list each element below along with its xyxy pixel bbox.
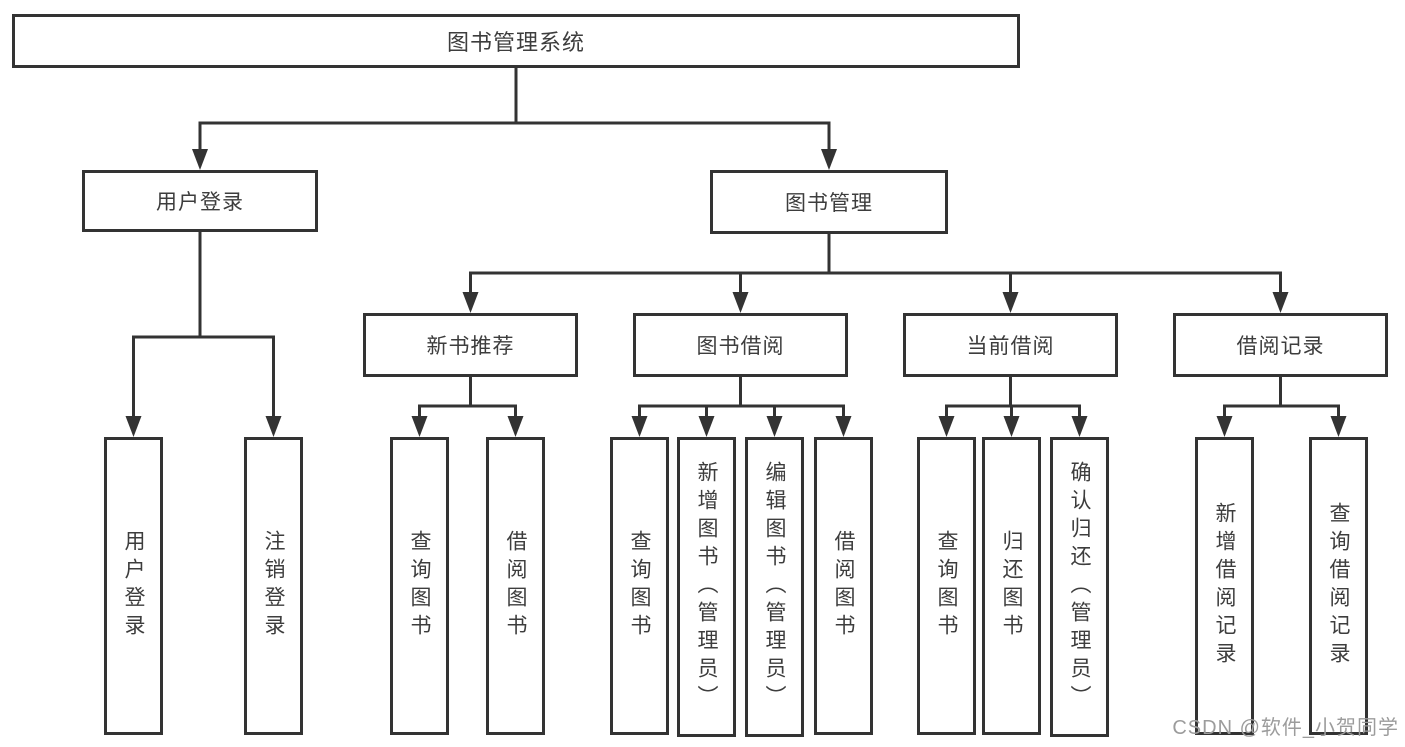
node-label: 图书借阅 [696, 335, 785, 358]
node-user-login: 用户登录 [82, 170, 318, 232]
leaf-add-borrow-record: 新增借阅记录 [1195, 437, 1254, 735]
node-label: 借阅图书 [504, 530, 527, 642]
node-label: 图书管理系统 [446, 30, 585, 55]
node-label: 借阅图书 [832, 530, 855, 642]
node-label: 归还图书 [1000, 530, 1023, 642]
connector-root-to-level2 [192, 68, 837, 170]
connector-current-borrow-branch [938, 377, 1088, 437]
leaf-query-borrow-record: 查询借阅记录 [1309, 437, 1368, 735]
node-label: 查询图书 [935, 530, 958, 642]
leaf-user-login: 用户登录 [104, 437, 163, 735]
node-label: 编辑图书（管理员） [763, 461, 786, 713]
node-label: 新书推荐 [426, 335, 515, 358]
node-root-library-system: 图书管理系统 [12, 14, 1020, 68]
connector-borrow-records-branch [1216, 377, 1347, 437]
node-book-borrow: 图书借阅 [633, 313, 848, 377]
leaf-query-books-current: 查询图书 [917, 437, 976, 735]
leaf-query-books-recommend: 查询图书 [390, 437, 449, 735]
leaf-confirm-return-admin: 确认归还（管理员） [1050, 437, 1109, 737]
leaf-add-books-admin: 新增图书（管理员） [677, 437, 736, 737]
leaf-borrow-books-recommend: 借阅图书 [486, 437, 545, 735]
node-label: 查询图书 [408, 530, 431, 642]
connector-book-borrow-branch [631, 377, 852, 437]
leaf-return-books: 归还图书 [982, 437, 1041, 735]
node-current-borrow: 当前借阅 [903, 313, 1118, 377]
node-label: 图书管理 [785, 192, 873, 215]
node-label: 当前借阅 [966, 335, 1055, 358]
node-label: 新增图书（管理员） [695, 461, 718, 713]
connector-user-login-branch [125, 232, 282, 437]
leaf-query-books-borrow: 查询图书 [610, 437, 669, 735]
node-label: 用户登录 [122, 530, 145, 642]
node-label: 查询借阅记录 [1327, 502, 1350, 670]
node-new-book-recommend: 新书推荐 [363, 313, 578, 377]
node-label: 注销登录 [262, 530, 285, 642]
node-label: 新增借阅记录 [1213, 502, 1236, 670]
leaf-edit-books-admin: 编辑图书（管理员） [745, 437, 804, 737]
connector-new-book-branch [411, 377, 524, 437]
leaf-logout: 注销登录 [244, 437, 303, 735]
node-borrow-records: 借阅记录 [1173, 313, 1388, 377]
node-label: 用户登录 [156, 191, 244, 214]
node-label: 查询图书 [628, 530, 651, 642]
node-label: 确认归还（管理员） [1068, 461, 1091, 713]
node-label: 借阅记录 [1236, 335, 1325, 358]
leaf-borrow-books: 借阅图书 [814, 437, 873, 735]
csdn-watermark: CSDN @软件_小贺同学 [1172, 717, 1399, 739]
node-book-management: 图书管理 [710, 170, 948, 234]
connector-book-management-branch [462, 234, 1289, 313]
